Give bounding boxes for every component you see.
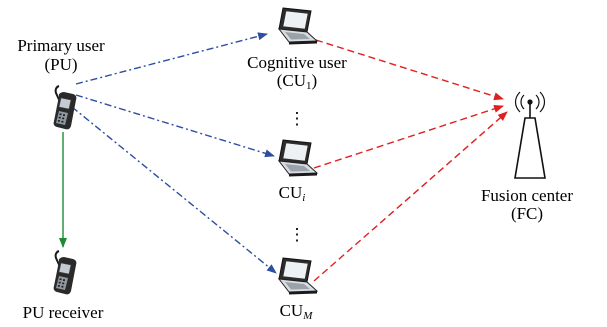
- pu-receiver-label: PU receiver: [23, 303, 104, 322]
- fc-abbr: (FC): [511, 204, 543, 223]
- cum-label: CUM: [280, 301, 314, 322]
- sensing-link-cui: [75, 94, 275, 158]
- antenna-tower-icon: [514, 91, 546, 179]
- laptop-icon: [278, 7, 318, 45]
- cui-label: CUi: [279, 183, 306, 204]
- fc-title: Fusion center: [481, 186, 573, 205]
- sensing-link-cu1: [75, 32, 268, 85]
- report-link-cum: [313, 111, 508, 282]
- cu1-abbr: (CU1): [277, 71, 317, 92]
- pu-title: Primary user: [17, 36, 105, 55]
- cu1-cui-dots: ⋮: [289, 109, 306, 128]
- laptop-icon: [278, 257, 318, 295]
- sensing-link-cum: [71, 106, 277, 274]
- laptop-icon: [278, 139, 318, 177]
- cu1-title: Cognitive user: [247, 53, 347, 72]
- mobile-phone-icon: [52, 250, 78, 296]
- mobile-phone-icon: [52, 85, 78, 131]
- report-link-cui: [313, 105, 504, 169]
- cui-cum-dots: ⋮: [289, 225, 306, 244]
- pu-abbr: (PU): [44, 55, 77, 74]
